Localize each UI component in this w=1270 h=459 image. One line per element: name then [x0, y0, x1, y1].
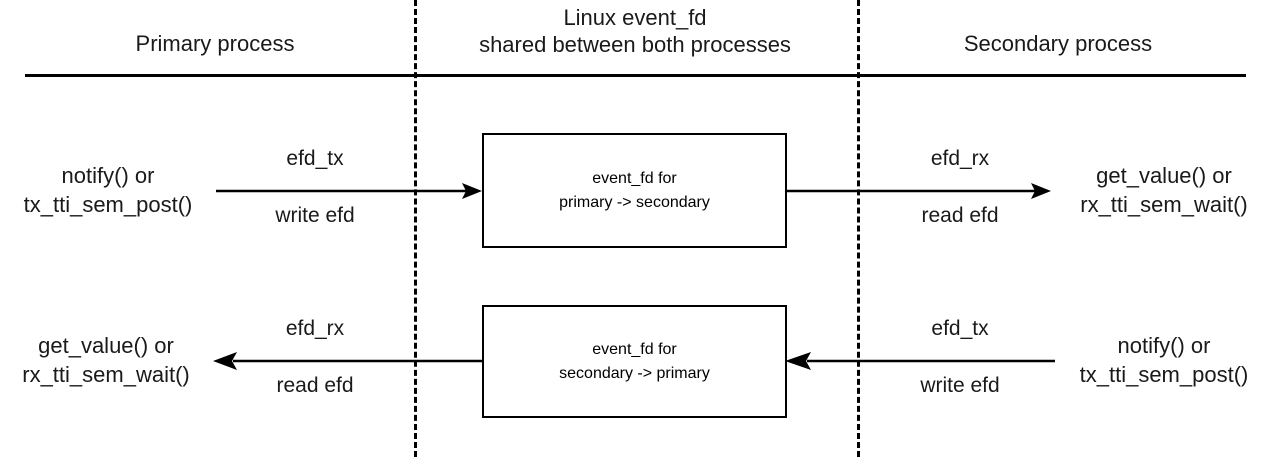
row1-left-endpoint-line1: notify() or — [61, 163, 155, 188]
row1-right-endpoint-line1: get_value() or — [1096, 163, 1232, 188]
header-divider-rule — [25, 74, 1246, 77]
row1-left-label-above: efd_tx — [286, 147, 344, 170]
row2-box-line1: event_fd for — [592, 341, 677, 359]
column-header-primary: Primary process — [135, 31, 295, 56]
column-header-eventfd-line2: shared between both processes — [479, 32, 791, 57]
row2-left-label-above: efd_rx — [285, 317, 345, 340]
row2-box-line2: secondary -> primary — [559, 364, 710, 382]
row1-right-endpoint-line2: rx_tti_sem_wait() — [1080, 192, 1248, 217]
row1-right-label-below: read efd — [921, 204, 999, 227]
row2-left-endpoint-line2: rx_tti_sem_wait() — [22, 362, 190, 387]
row1-eventfd-box: event_fd for primary -> secondary — [482, 133, 787, 248]
row2-right-endpoint-line2: tx_tti_sem_post() — [1079, 362, 1249, 387]
row2-left-label-below: read efd — [276, 374, 354, 397]
row1-arrow-box-to-right — [787, 183, 1051, 199]
column-header-secondary: Secondary process — [963, 31, 1153, 56]
row2-eventfd-box: event_fd for secondary -> primary — [482, 305, 787, 418]
column-separator-left-dashed — [414, 0, 417, 457]
row1-arrow-left-to-box — [216, 183, 482, 199]
row1-left-endpoint-line2: tx_tti_sem_post() — [23, 192, 193, 217]
row2-left-endpoint-line1: get_value() or — [38, 333, 174, 358]
row2-right-label-below: write efd — [920, 374, 1000, 397]
row2-arrow-right-to-box — [785, 352, 1055, 370]
row2-right-endpoint-line1: notify() or — [1117, 333, 1211, 358]
row2-right-label-above: efd_tx — [931, 317, 989, 340]
row1-right-label-above: efd_rx — [930, 147, 990, 170]
row2-arrow-box-to-left — [213, 352, 485, 370]
column-header-eventfd-line1: Linux event_fd — [563, 5, 707, 30]
row1-left-label-below: write efd — [275, 204, 355, 227]
row1-box-line1: event_fd for — [592, 170, 677, 188]
column-separator-right-dashed — [857, 0, 860, 457]
row1-box-line2: primary -> secondary — [559, 193, 710, 211]
